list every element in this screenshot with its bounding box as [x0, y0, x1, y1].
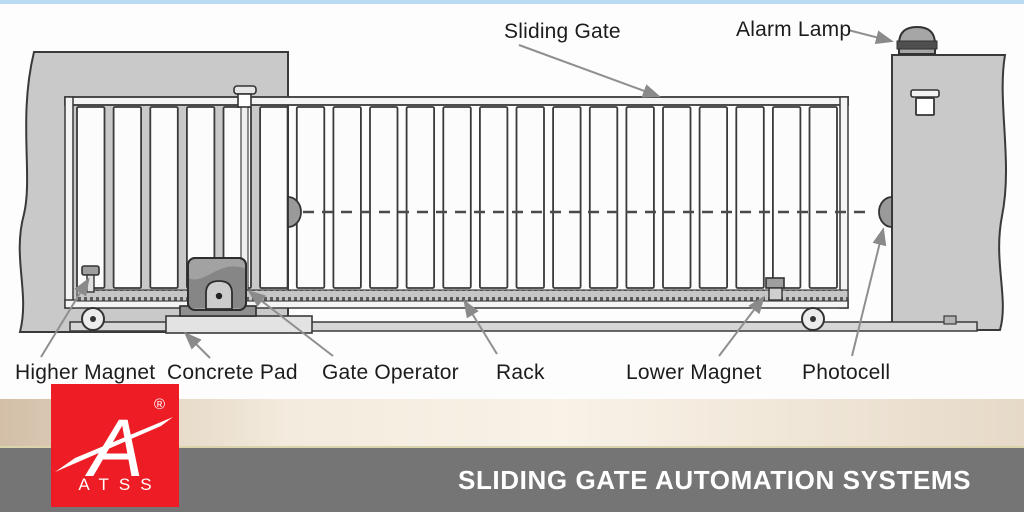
label-higher-magnet: Higher Magnet: [15, 361, 156, 384]
photocell-leader: [851, 227, 887, 357]
gate-picket: [332, 106, 362, 289]
label-sliding-gate: Sliding Gate: [504, 20, 621, 43]
label-alarm-lamp: Alarm Lamp: [736, 18, 852, 41]
alarm-lamp: [896, 25, 938, 55]
gate-picket: [76, 106, 106, 289]
top-accent-strip: [0, 0, 1024, 4]
gate-operator-motor: [179, 257, 257, 317]
sliding-gate-leader: [518, 44, 661, 98]
alarm-lamp-leader: [847, 29, 894, 45]
atss-logo: A ® ATSS: [51, 384, 179, 507]
photocell-right: [878, 196, 893, 228]
logo-brand-text: ATSS: [78, 475, 162, 494]
banner-title: SLIDING GATE AUTOMATION SYSTEMS: [458, 465, 972, 495]
gate-picket: [442, 106, 472, 289]
sliding-gate-diagram: Sliding Gate Alarm Lamp Higher Magnet Co…: [15, 18, 1007, 384]
label-gate-operator: Gate Operator: [322, 361, 459, 384]
logo-swoosh: [55, 417, 173, 472]
gate-frame: [64, 96, 849, 309]
atss-monogram: A: [55, 403, 173, 494]
gate-picket: [478, 106, 509, 289]
key-switch-icon: [910, 89, 940, 116]
gate-picket: [552, 106, 582, 289]
lower-magnet-leader: [718, 295, 765, 357]
gate-picket: [698, 106, 728, 289]
label-lower-magnet: Lower Magnet: [626, 361, 762, 384]
gate-wheel-right: [801, 307, 825, 331]
concrete-pad-leader: [183, 331, 211, 359]
gate-picket: [625, 106, 655, 289]
label-photocell: Photocell: [802, 361, 891, 384]
gate-picket: [588, 106, 619, 289]
ground-block: [943, 315, 957, 325]
gate-picket: [772, 106, 802, 289]
gate-picket: [662, 106, 692, 289]
gate-top-bracket: [233, 85, 257, 291]
gate-picket: [808, 106, 838, 289]
gate-picket: [149, 106, 179, 289]
gate-operator-leader: [247, 290, 334, 357]
gate-picket: [295, 106, 326, 289]
gate-wheel-left: [81, 307, 105, 331]
diagram-canvas: [18, 25, 1007, 359]
photocell-left: [287, 196, 302, 228]
gate-picket: [369, 106, 399, 289]
logo-letter-a: A: [84, 403, 144, 494]
gate-picket: [515, 106, 545, 289]
gate-picket: [259, 106, 289, 289]
ground-rail: [69, 321, 978, 332]
label-rack: Rack: [496, 361, 545, 384]
higher-magnet-leader: [40, 277, 90, 358]
gate-picket: [112, 106, 142, 289]
concrete-pad: [165, 315, 313, 334]
gate-picket: [735, 106, 765, 289]
right-pillar: [891, 54, 1007, 331]
registered-trademark-icon: ®: [153, 396, 165, 413]
lower-magnet: [765, 277, 785, 301]
label-concrete-pad: Concrete Pad: [167, 361, 298, 384]
gate-picket: [405, 106, 436, 289]
rack-leader: [463, 299, 498, 355]
